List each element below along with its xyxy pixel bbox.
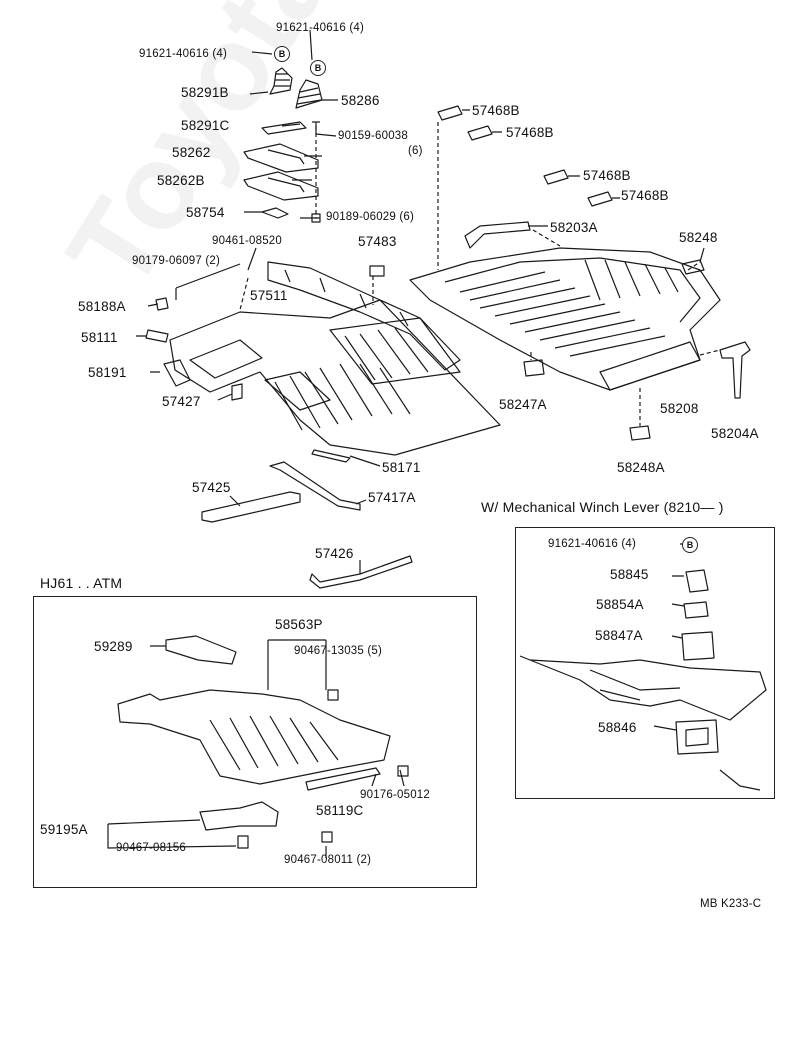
boot-58846 — [675, 719, 719, 755]
label-57425: 57425 — [192, 480, 231, 495]
plate-58247A — [523, 359, 545, 377]
plate-58291C — [261, 121, 307, 135]
clip-57468B-3 — [543, 169, 569, 185]
atm-section-box — [33, 596, 477, 888]
atm-section-title: HJ61 . . ATM — [40, 575, 123, 591]
front-floor-pan — [169, 299, 501, 456]
tunnel-brace — [267, 261, 461, 371]
label-57426: 57426 — [315, 546, 354, 561]
label-58854A: 58854A — [596, 597, 644, 612]
plate-58262 — [243, 143, 319, 173]
label-90189: 90189-06029 (6) — [326, 211, 415, 223]
rear-brace-a — [464, 221, 531, 249]
boot-58845 — [685, 569, 709, 593]
bracket-59289 — [165, 635, 237, 665]
rear-floor-pan — [409, 247, 721, 391]
label-90467-08156: 90467-08156 — [116, 842, 186, 854]
nut-90176 — [397, 765, 409, 777]
label-58248A: 58248A — [617, 460, 665, 475]
bar-58171 — [311, 449, 351, 463]
bar-57425 — [201, 491, 301, 523]
label-58291B: 58291B — [181, 85, 229, 100]
bracket-58191 — [163, 359, 191, 387]
label-57417A: 57417A — [368, 490, 416, 505]
reference-code: MB K233-C — [700, 898, 762, 910]
bolt-90467-13035 — [327, 689, 339, 701]
clip-57468B-1 — [437, 105, 463, 121]
atm-tunnel-cover — [117, 689, 391, 785]
label-58262: 58262 — [172, 145, 211, 160]
label-58248: 58248 — [679, 230, 718, 245]
bolt-mark-b-icon: B — [274, 46, 290, 62]
label-58111: 58111 — [81, 330, 118, 345]
label-90179: 90179-06097 (2) — [132, 255, 221, 267]
label-58204A: 58204A — [711, 426, 759, 441]
rear-brace-b — [719, 341, 751, 399]
winch-section-box — [515, 527, 775, 799]
part-57427 — [231, 383, 243, 401]
winch-floor — [529, 659, 767, 721]
clip-57483 — [369, 265, 385, 277]
label-91621-left: 91621-40616 (4) — [139, 48, 228, 60]
label-90467-08011: 90467-08011 (2) — [284, 854, 372, 866]
label-59195A: 59195A — [40, 822, 88, 837]
label-57427: 57427 — [162, 394, 201, 409]
label-winch-91621: 91621-40616 (4) — [548, 538, 637, 550]
boot-58291B — [269, 67, 293, 95]
label-58262B: 58262B — [157, 173, 205, 188]
label-58845: 58845 — [610, 567, 649, 582]
label-90159: 90159-60038 — [338, 130, 408, 142]
label-57511: 57511 — [250, 288, 288, 303]
label-59289: 59289 — [94, 639, 133, 654]
label-90467-13035: 90467-13035 (5) — [294, 645, 383, 657]
label-58847A: 58847A — [595, 628, 643, 643]
ring-58854A — [683, 601, 709, 619]
label-57468B-4: 57468B — [621, 188, 669, 203]
bolt-90159 — [312, 121, 320, 134]
label-90176: 90176-05012 — [360, 789, 430, 801]
plate-58248 — [681, 259, 705, 275]
label-58291C: 58291C — [181, 118, 230, 133]
label-58171: 58171 — [382, 460, 421, 475]
label-57468B-1: 57468B — [472, 103, 520, 118]
bolt-mark-b-icon: B — [310, 60, 326, 76]
label-57468B-2: 57468B — [506, 125, 554, 140]
label-58247A: 58247A — [499, 397, 547, 412]
label-58119C: 58119C — [316, 803, 364, 818]
clip-57468B-4 — [587, 191, 613, 207]
bracket-59195A — [199, 801, 279, 831]
label-58563P: 58563P — [275, 617, 323, 632]
label-57468B-3: 57468B — [583, 168, 631, 183]
label-57483: 57483 — [358, 234, 397, 249]
label-58286: 58286 — [341, 93, 380, 108]
clip-57468B-2 — [467, 125, 493, 141]
label-91621-top: 91621-40616 (4) — [276, 22, 365, 34]
label-90159-qty: (6) — [408, 145, 423, 157]
winch-section-title: W/ Mechanical Winch Lever (8210— ) — [481, 499, 724, 515]
bolt-mark-b-icon: B — [682, 537, 698, 553]
label-58754: 58754 — [186, 205, 225, 220]
strip-58119C — [305, 767, 381, 791]
label-58208: 58208 — [660, 401, 699, 416]
part-58754 — [261, 207, 289, 219]
label-58203A: 58203A — [550, 220, 598, 235]
clip-58111 — [145, 329, 169, 343]
bolt-90189 — [311, 213, 321, 223]
label-58188A: 58188A — [78, 299, 126, 314]
plate-58248A — [629, 425, 651, 441]
label-58846: 58846 — [598, 720, 637, 735]
boot-58847A — [681, 631, 715, 661]
label-58191: 58191 — [88, 365, 127, 380]
part-58188A — [155, 297, 169, 311]
plate-58262B — [243, 171, 319, 201]
rod-57426 — [309, 555, 413, 589]
bolt-90467-08011 — [321, 831, 333, 843]
bolt-90467-08156 — [237, 835, 249, 849]
rod-57417A — [269, 461, 361, 511]
label-90461: 90461-08520 — [212, 235, 282, 247]
boot-58286 — [295, 79, 323, 109]
